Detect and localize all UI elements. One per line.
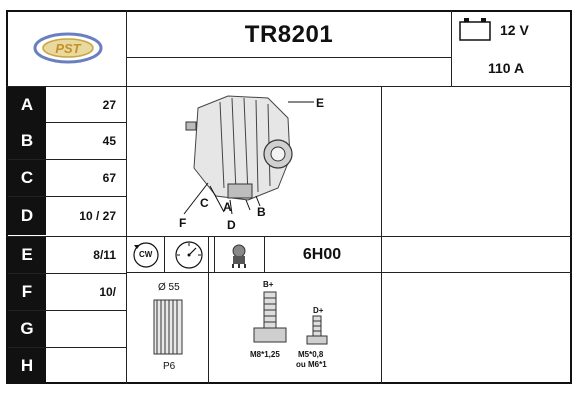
divider-right-area (381, 86, 382, 384)
d-plus-bolt-icon (304, 314, 330, 348)
row-divider-wide (6, 236, 572, 237)
b-plus-label: B+ (263, 280, 274, 289)
diagram-label-f: F (179, 216, 187, 230)
row-letter-a: A (8, 87, 46, 123)
row-value-g (46, 311, 124, 347)
row-divider (8, 347, 126, 348)
cw-rotation-icon (130, 240, 162, 270)
d-plus-thread: M5*0,8 (298, 350, 324, 359)
row-letter-c: C (8, 160, 46, 196)
row-value-c: 67 (102, 171, 116, 185)
divider-icon-cw (164, 236, 165, 272)
row-letter-b: B (8, 123, 46, 159)
diagram-label-b: B (257, 205, 266, 219)
alternator-diagram (128, 88, 380, 235)
row-value-e: 8/11 (93, 248, 116, 262)
row-value-d: 10 / 27 (79, 209, 116, 223)
d-plus-alt-thread: ou M6*1 (296, 360, 327, 369)
row-value-a: 27 (102, 98, 116, 112)
diagram-label-e: E (316, 96, 325, 110)
row-letter-f: F (8, 274, 46, 310)
battery-icon (458, 16, 492, 42)
amperage-value: 110 A (488, 60, 525, 76)
divider-icon-gauge (214, 236, 215, 272)
spec-sheet-frame (6, 10, 572, 384)
row-divider (8, 122, 126, 123)
diagram-label-a: A (223, 200, 232, 214)
pulley-diameter: Ø 55 (158, 282, 180, 293)
pulley-type: P6 (163, 361, 176, 372)
divider-left-column (126, 10, 127, 384)
row-divider (8, 273, 126, 274)
voltage-value: 12 V (500, 22, 529, 38)
clock-position-value: 6H00 (302, 246, 342, 263)
part-number-title: TR8201 (244, 21, 334, 48)
row-divider (8, 196, 126, 197)
pulley-icon (148, 296, 188, 358)
row-value-h (46, 348, 124, 384)
row-letter-e: E (8, 237, 46, 273)
logo-text: PST (55, 41, 81, 56)
row-letter-g: G (8, 311, 46, 347)
divider-icons (208, 236, 209, 384)
gauge-icon (170, 240, 208, 270)
divider-title-bottom (126, 57, 451, 58)
row-divider (8, 159, 126, 160)
rotation-label: CW (139, 250, 153, 259)
regulator-icon (218, 240, 260, 270)
row-value-b: 45 (102, 134, 116, 148)
row-letter-h: H (8, 348, 46, 384)
row-letter-d: D (8, 197, 46, 235)
divider-icon-reg (264, 236, 265, 272)
diagram-label-c: C (200, 196, 209, 210)
d-plus-label: D+ (313, 306, 324, 315)
diagram-label-d: D (227, 218, 236, 232)
b-plus-bolt-icon (250, 290, 290, 348)
row-value-f: 10/ (99, 285, 116, 299)
b-plus-thread: M8*1,25 (250, 350, 280, 359)
divider-header-right (451, 10, 452, 86)
row-divider-mid (126, 272, 572, 273)
pst-logo: PST (30, 26, 106, 70)
row-divider (8, 310, 126, 311)
divider-header-bottom (6, 86, 572, 87)
